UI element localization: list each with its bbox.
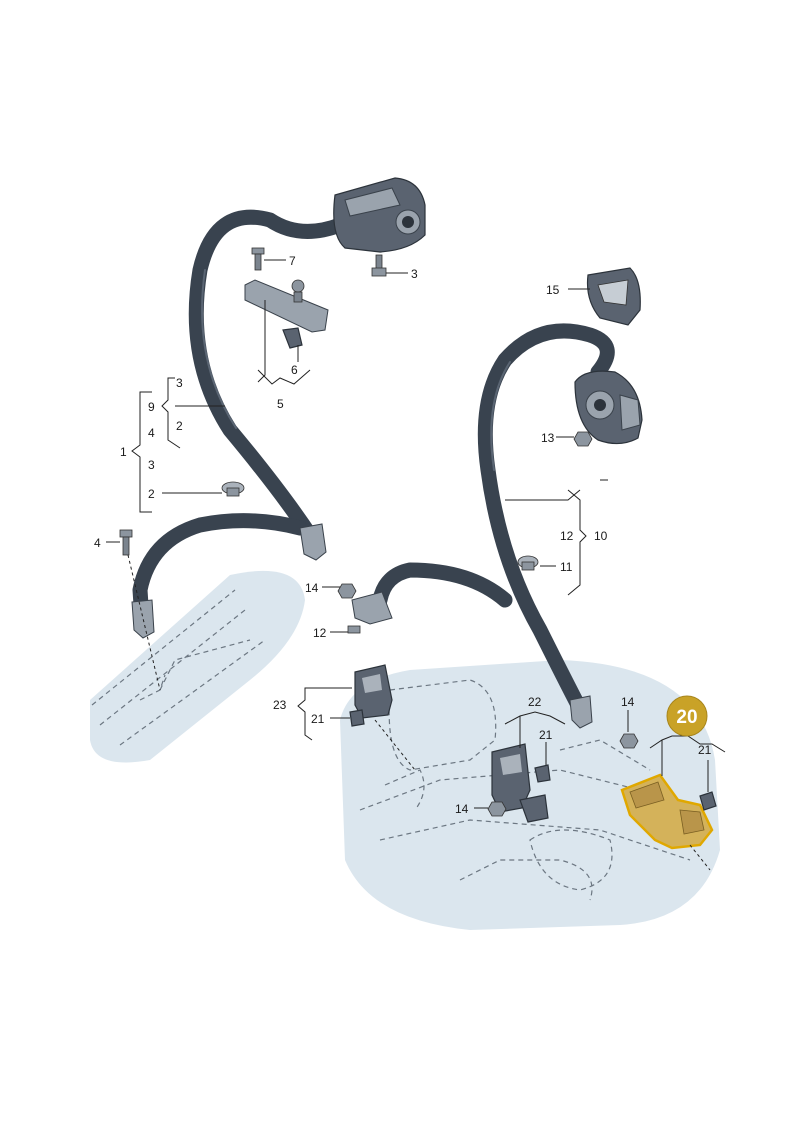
callout-22: 22 xyxy=(528,695,542,709)
callout-21: 21 xyxy=(539,728,553,742)
callout-14: 14 xyxy=(455,802,469,816)
callout-3: 3 xyxy=(176,376,183,390)
nut-icon xyxy=(487,801,507,817)
callout-4: 4 xyxy=(94,536,101,550)
highlight-badge[interactable]: 20 xyxy=(666,695,708,737)
callout-11: 11 xyxy=(560,560,573,574)
callout-12: 12 xyxy=(313,626,327,640)
callout-10: 10 xyxy=(594,529,608,543)
callout-14: 14 xyxy=(305,581,319,595)
callout-labels: 1 9 3 2 4 3 2 4 7 3 6 5 15 13 12 10 11 1… xyxy=(94,254,712,816)
callout-5: 5 xyxy=(277,397,284,411)
left-seat-belt-webbing xyxy=(132,209,348,628)
nut-icon xyxy=(573,431,593,447)
height-adjuster-bracket xyxy=(244,279,329,349)
callout-3: 3 xyxy=(148,458,155,472)
belt-guide xyxy=(586,267,641,326)
callout-2: 2 xyxy=(176,419,183,433)
callout-4: 4 xyxy=(148,426,155,440)
center-belt-retractor xyxy=(574,370,643,445)
callout-7: 7 xyxy=(289,254,296,268)
nut-icon xyxy=(619,733,639,749)
callout-14: 14 xyxy=(621,695,635,709)
callout-9: 9 xyxy=(148,400,155,414)
callout-15: 15 xyxy=(546,283,560,297)
rear-seat-cushion-left xyxy=(90,570,305,763)
callout-3: 3 xyxy=(411,267,418,281)
callout-12: 12 xyxy=(560,529,574,543)
callout-6: 6 xyxy=(291,363,298,377)
highlight-badge-label: 20 xyxy=(676,707,697,728)
bolt-icon xyxy=(347,625,361,634)
bolt-icon xyxy=(119,529,161,691)
nut-icon xyxy=(337,583,357,599)
callout-2: 2 xyxy=(148,487,155,501)
bolt-icon xyxy=(371,254,387,277)
callout-21: 21 xyxy=(311,712,325,726)
right-belt-end-fitting xyxy=(351,591,593,729)
leader-lines xyxy=(106,259,726,809)
callout-23: 23 xyxy=(273,698,287,712)
bolt-icon xyxy=(251,247,265,271)
seat-belt-buckle-center xyxy=(491,743,551,823)
seat-belt-buckle-left xyxy=(349,664,416,771)
callout-1: 1 xyxy=(120,445,127,459)
callout-21: 21 xyxy=(698,743,712,757)
rear-seat-cushion-right xyxy=(340,660,720,930)
right-seat-belt-webbing xyxy=(372,323,615,713)
stop-button-icon xyxy=(517,555,539,571)
callout-13: 13 xyxy=(541,431,555,445)
highlighted-buckle-assembly xyxy=(620,773,717,871)
stop-button-icon xyxy=(221,481,245,497)
left-belt-end-fitting xyxy=(131,523,327,639)
upper-left-belt-retractor xyxy=(333,177,426,253)
